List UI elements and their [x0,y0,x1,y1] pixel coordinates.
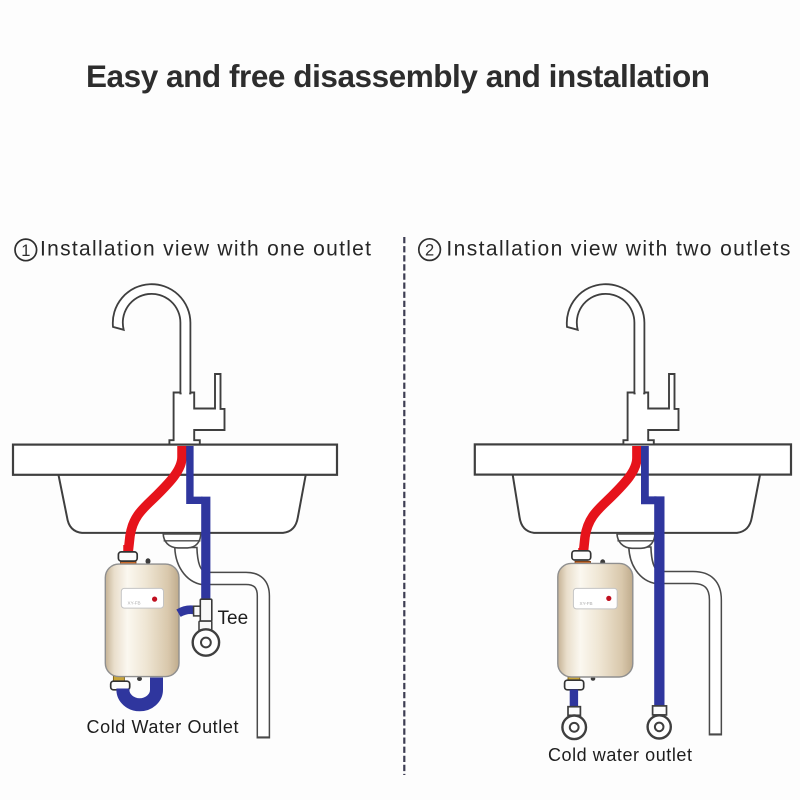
svg-text:1: 1 [21,242,30,260]
svg-text:XY-FB: XY-FB [128,601,141,606]
svg-text:Easy and free disassembly and: Easy and free disassembly and installati… [86,58,710,94]
svg-text:2: 2 [425,242,434,260]
svg-text:Tee: Tee [218,608,249,629]
svg-text:Cold water outlet: Cold water outlet [548,745,692,765]
svg-text:Installation view with one out: Installation view with one outlet [40,238,371,261]
svg-text:XY-FB: XY-FB [580,601,593,606]
svg-text:Cold Water Outlet: Cold Water Outlet [87,717,239,737]
svg-text:Installation view with two out: Installation view with two outlets [446,238,790,261]
